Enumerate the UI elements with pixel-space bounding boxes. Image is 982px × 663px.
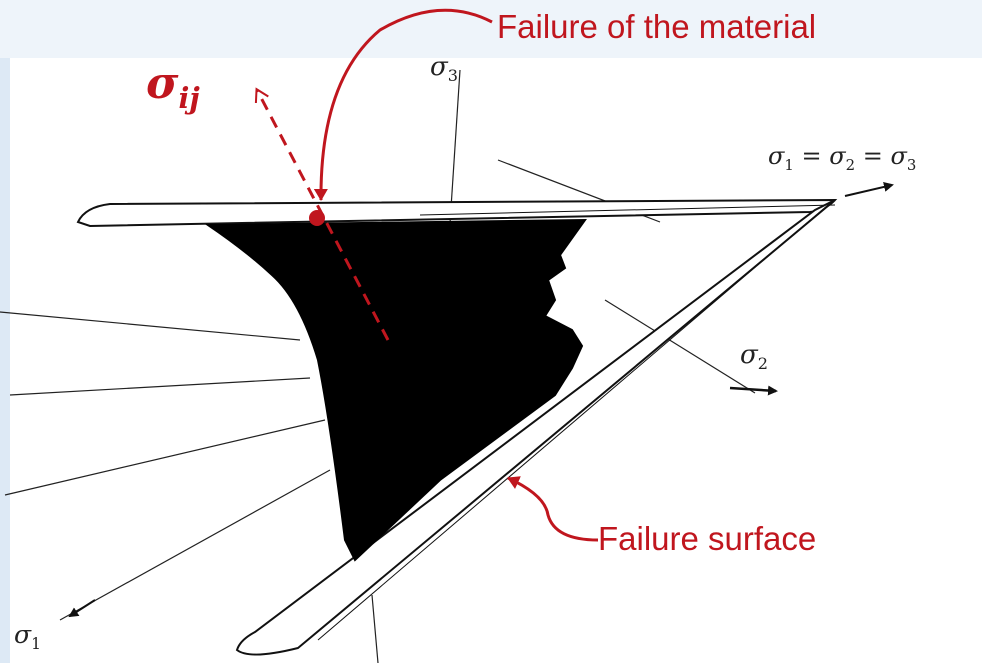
sigma-1-label: σ1: [14, 620, 41, 653]
hydro-eq1: = σ: [793, 142, 846, 170]
hydrostatic-axis-label: σ1 = σ2 = σ3: [768, 142, 916, 174]
failure-region: [204, 218, 587, 562]
axis-line: [0, 311, 301, 341]
sigma-ij-sub: ij: [178, 80, 200, 115]
top-slab-edge: [419, 204, 836, 216]
sigma-3-label: σ3: [430, 52, 458, 85]
failure-surface-text: Failure surface: [598, 520, 817, 557]
sigma1-arrow-icon: [68, 599, 96, 618]
sigma-2-base: σ: [740, 340, 758, 370]
sigma-ij-label: σij: [146, 58, 200, 115]
sigma-ij-base: σ: [146, 58, 179, 109]
failure-material-text: Failure of the material: [497, 8, 817, 45]
sigma-1-base: σ: [14, 620, 32, 649]
failure-surface-label: Failure surface: [598, 520, 816, 558]
sigma-3-base: σ: [430, 52, 448, 82]
hydro-s2: 2: [845, 155, 856, 174]
sigma-2-label: σ2: [740, 340, 768, 373]
failure-point-icon: [309, 210, 325, 226]
material-callout-arrow-icon: [313, 8, 493, 201]
failure-material-label: Failure of the material: [497, 8, 816, 46]
sigma-1-sub: 1: [31, 635, 41, 653]
diagonal-slab: [235, 199, 836, 656]
hydro-eq2: = σ: [855, 142, 907, 170]
axis-line: [9, 377, 311, 396]
sigma-2-sub: 2: [757, 354, 768, 374]
hydro-s1: 1: [784, 155, 794, 174]
hydrostatic-arrow-icon: [844, 181, 894, 197]
sigma1-axis-line: [59, 469, 331, 621]
axis-line: [4, 419, 326, 496]
hydro-s3: 3: [906, 155, 917, 174]
vertical-axis-line: [371, 594, 379, 663]
sigma2-axis-line: [604, 299, 756, 394]
surface-callout-arrow-icon: [507, 476, 599, 542]
background-band: [0, 0, 982, 58]
diagonal-slab-edge: [317, 204, 829, 641]
sigma2-arrow-icon: [729, 385, 778, 396]
background-strip: [0, 0, 10, 663]
sigma-3-sub: 3: [447, 66, 458, 86]
hydro-t1: σ: [768, 142, 785, 170]
